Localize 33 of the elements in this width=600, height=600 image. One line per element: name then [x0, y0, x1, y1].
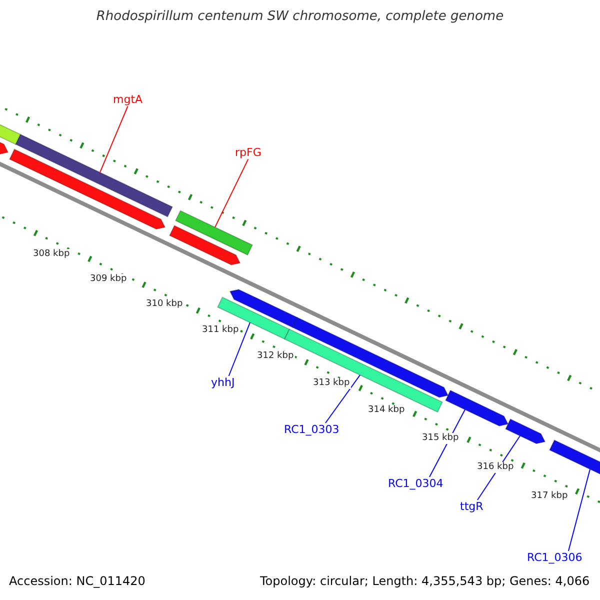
leader-line — [228, 322, 250, 376]
gene-bar — [168, 224, 241, 266]
gene-label: RC1_0303 — [284, 423, 340, 436]
gene-bar — [216, 296, 290, 340]
leader-line — [324, 374, 360, 424]
gene-label: RC1_0306 — [527, 551, 582, 564]
gene-label: rpFG — [235, 146, 262, 160]
gene-bar — [444, 390, 509, 427]
position-label: 316 kbp — [476, 462, 515, 473]
footer-text: Topology: circular; Length: 4,355,543 bp; Genes: 4,066 — [260, 574, 590, 588]
leader-line — [214, 158, 249, 228]
gene-bar — [174, 210, 254, 256]
gene-label: yhhJ — [211, 376, 235, 390]
position-label: 310 kbp — [145, 299, 184, 310]
leader-line — [568, 468, 590, 552]
gene-label: ttgR — [460, 500, 484, 514]
gene-bar — [504, 418, 546, 444]
position-label: 308 kbp — [32, 249, 71, 260]
leader-line — [100, 106, 128, 173]
gene-bar — [292, 316, 449, 398]
footer-text: Accession: NC_011420 — [9, 574, 146, 588]
gene-bar — [14, 134, 174, 218]
position-label: 314 kbp — [367, 405, 406, 416]
position-label: 313 kbp — [312, 378, 351, 389]
position-label: 317 kbp — [530, 491, 569, 502]
position-label: 312 kbp — [256, 351, 295, 362]
position-label: 315 kbp — [421, 433, 460, 444]
diagram-title: Rhodospirillum centenum SW chromosome, complete genome — [95, 9, 505, 25]
gene-label: mgtA — [113, 93, 143, 106]
gene-label: RC1_0304 — [388, 477, 444, 490]
gene-bar — [8, 148, 166, 230]
position-label: 309 kbp — [89, 274, 128, 285]
position-label: 311 kbp — [201, 325, 240, 336]
